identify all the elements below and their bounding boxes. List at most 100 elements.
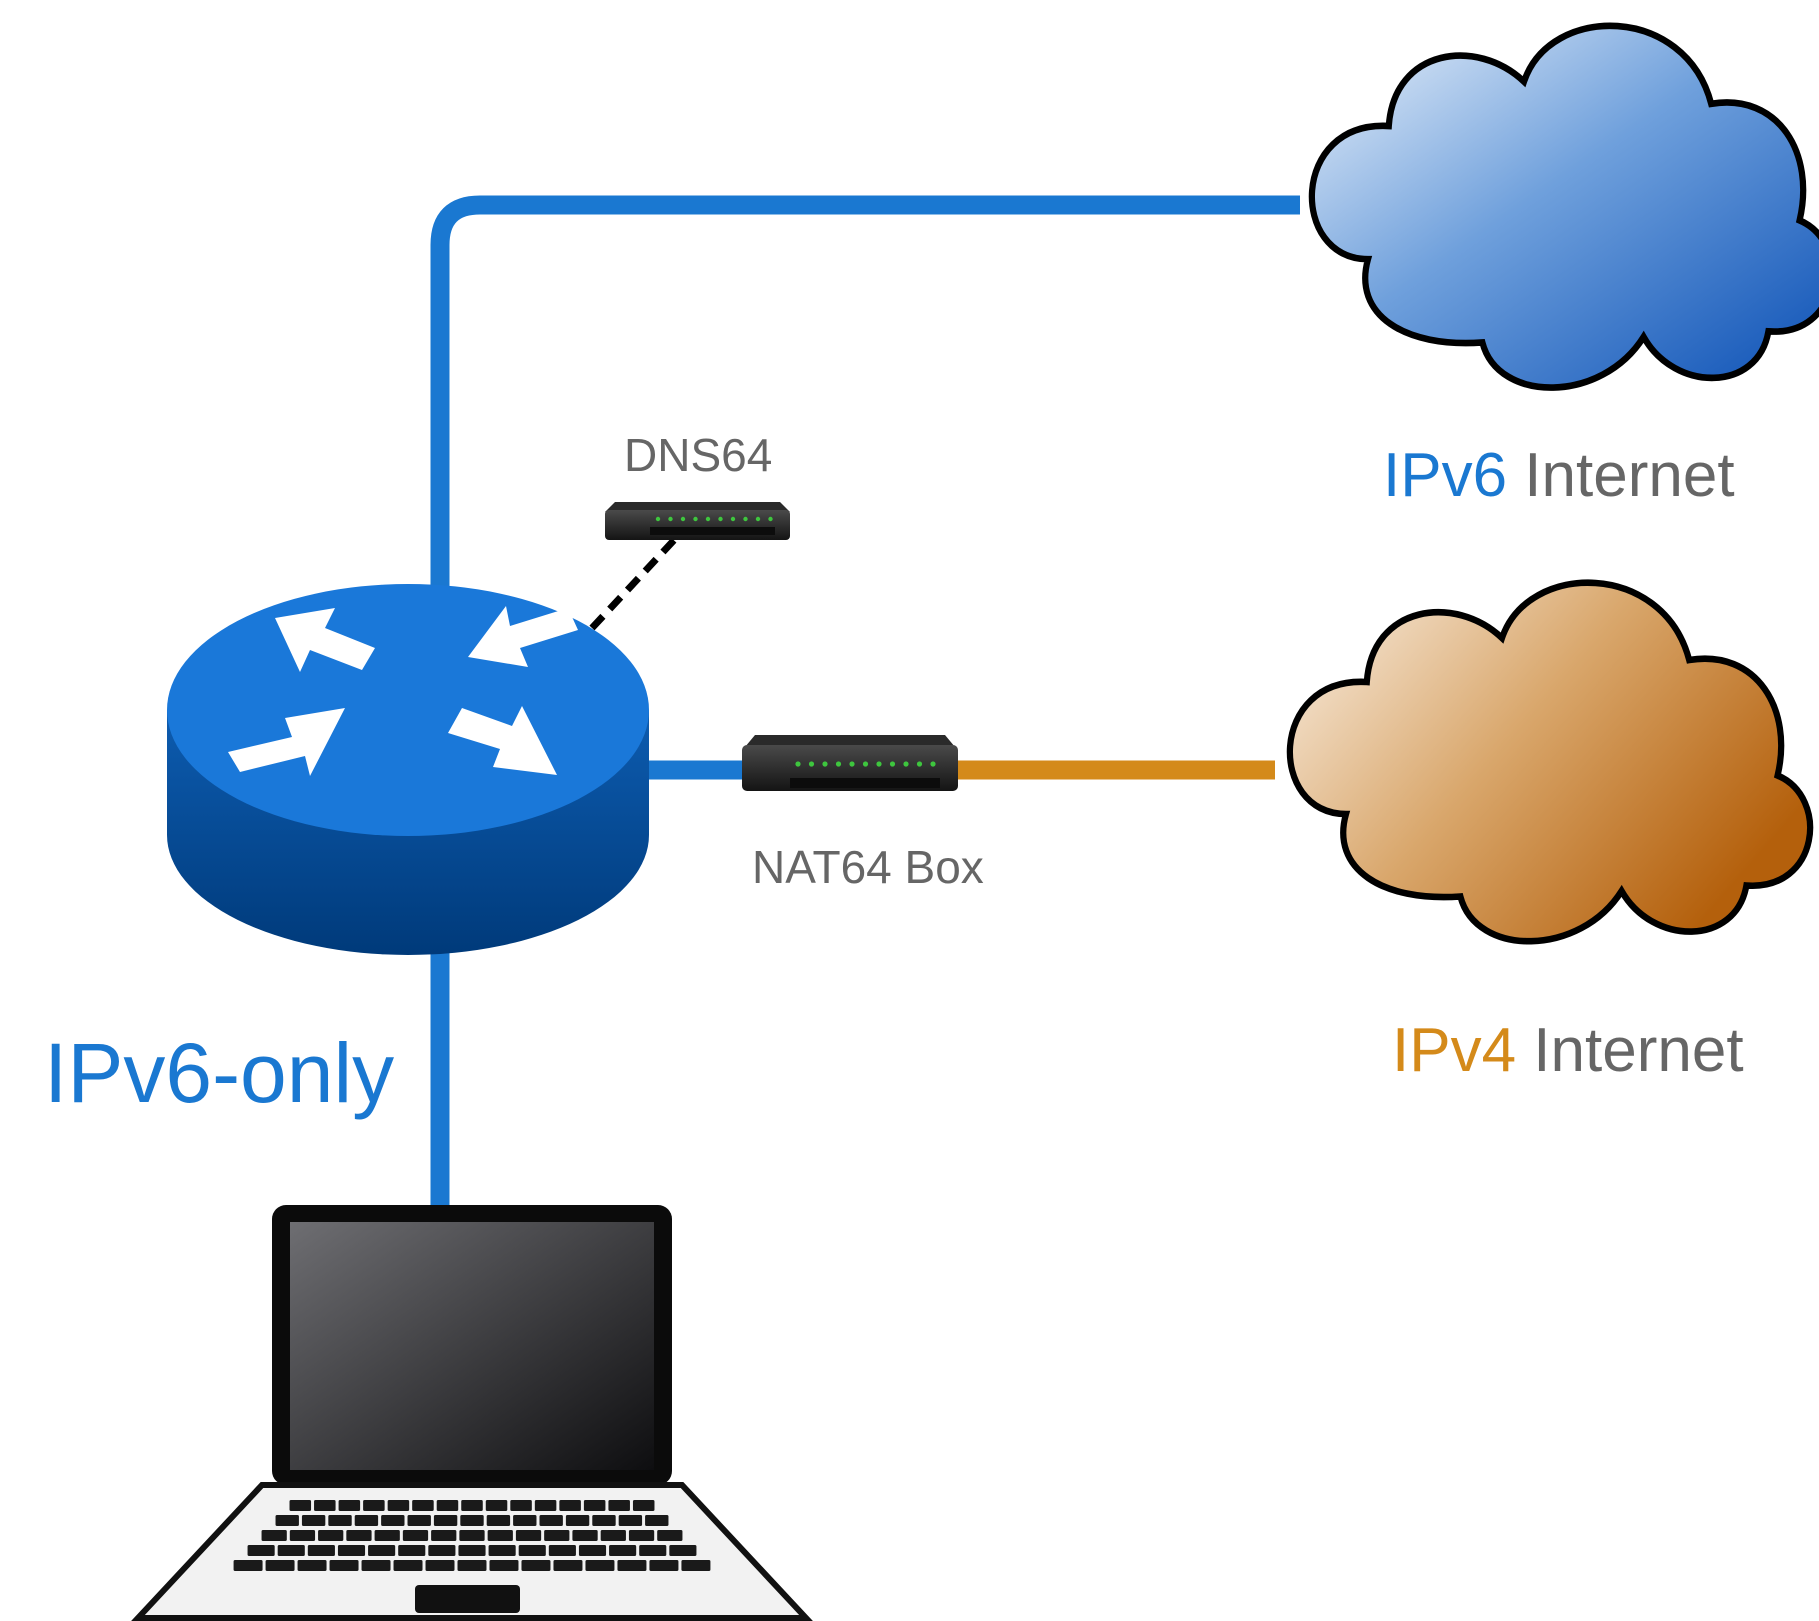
status-led bbox=[849, 761, 855, 767]
keyboard-key bbox=[578, 1545, 607, 1556]
keyboard-key bbox=[275, 1515, 299, 1526]
status-led bbox=[930, 761, 936, 767]
keyboard-key bbox=[585, 1560, 615, 1571]
keyboard-key bbox=[314, 1500, 336, 1511]
keyboard-key bbox=[363, 1500, 385, 1511]
router-to-dns64-dashed-line bbox=[589, 535, 679, 631]
status-led bbox=[889, 761, 896, 767]
keyboard-key bbox=[247, 1545, 275, 1556]
keyboard-key bbox=[515, 1530, 542, 1541]
keyboard-key bbox=[639, 1545, 667, 1556]
keyboard-key bbox=[374, 1530, 400, 1541]
keyboard-key bbox=[338, 1500, 361, 1511]
keyboard-key bbox=[431, 1530, 457, 1541]
ipv4-cloud-icon bbox=[1290, 583, 1810, 941]
status-led bbox=[655, 516, 661, 522]
keyboard-key bbox=[553, 1560, 583, 1571]
status-led bbox=[718, 516, 723, 522]
keyboard-key bbox=[521, 1560, 551, 1571]
keyboard-key bbox=[233, 1560, 263, 1571]
keyboard-key bbox=[301, 1515, 326, 1526]
keyboard-key bbox=[458, 1545, 486, 1556]
keyboard-key bbox=[261, 1530, 287, 1541]
keyboard-key bbox=[645, 1515, 669, 1526]
keyboard-key bbox=[381, 1515, 405, 1526]
dns64-label: DNS64 bbox=[624, 429, 773, 481]
keyboard-key bbox=[600, 1530, 626, 1541]
keyboard-key bbox=[387, 1500, 410, 1511]
status-led bbox=[795, 761, 801, 767]
keyboard-key bbox=[518, 1545, 546, 1556]
keyboard-key bbox=[457, 1560, 487, 1571]
keyboard-key bbox=[488, 1545, 516, 1556]
keyboard-key bbox=[398, 1545, 426, 1556]
status-led bbox=[755, 516, 761, 522]
ipv6-only-label: IPv6-only bbox=[44, 1026, 395, 1120]
keyboard-key bbox=[487, 1530, 513, 1541]
status-led bbox=[768, 516, 773, 522]
keyboard-key bbox=[433, 1515, 458, 1526]
keyboard-key bbox=[329, 1560, 359, 1571]
keyboard-key bbox=[425, 1560, 455, 1571]
keyboard-key bbox=[539, 1515, 563, 1526]
keyboard-key bbox=[346, 1530, 372, 1541]
keyboard-key bbox=[461, 1500, 483, 1511]
status-led bbox=[693, 516, 698, 522]
keyboard-key bbox=[297, 1560, 327, 1571]
keyboard-key bbox=[289, 1530, 316, 1541]
status-led bbox=[876, 761, 882, 767]
ipv4-internet-word: Internet bbox=[1533, 1016, 1744, 1085]
status-led bbox=[916, 761, 923, 767]
ipv6-internet-proto: IPv6 bbox=[1383, 441, 1508, 510]
status-led bbox=[835, 761, 842, 767]
keyboard-key bbox=[510, 1500, 532, 1511]
keyboard-key bbox=[489, 1560, 519, 1571]
ipv6-internet-word: Internet bbox=[1524, 441, 1735, 510]
keyboard-key bbox=[428, 1545, 456, 1556]
keyboard-key bbox=[407, 1515, 431, 1526]
keyboard-key bbox=[354, 1515, 379, 1526]
keyboard-key bbox=[393, 1560, 423, 1571]
keyboard-key bbox=[318, 1530, 344, 1541]
status-led bbox=[743, 516, 748, 522]
keyboard-key bbox=[513, 1515, 537, 1526]
nat64-box-icon bbox=[742, 735, 958, 791]
keyboard-key bbox=[361, 1560, 391, 1571]
keyboard-key bbox=[583, 1500, 606, 1511]
ipv4-internet-label: IPv4 Internet bbox=[1392, 1015, 1744, 1086]
keyboard-key bbox=[289, 1500, 312, 1511]
status-led bbox=[862, 761, 869, 767]
router-icon bbox=[167, 584, 649, 955]
keyboard-key bbox=[649, 1560, 679, 1571]
keyboard-key bbox=[548, 1545, 576, 1556]
status-led bbox=[668, 516, 673, 522]
keyboard-key bbox=[485, 1500, 508, 1511]
keyboard-key bbox=[459, 1530, 485, 1541]
ipv6-internet-label: IPv6 Internet bbox=[1383, 440, 1735, 511]
status-led bbox=[822, 761, 828, 767]
keyboard-key bbox=[307, 1545, 335, 1556]
keyboard-key bbox=[681, 1560, 711, 1571]
keyboard-key bbox=[328, 1515, 352, 1526]
nat64-label: NAT64 Box bbox=[752, 841, 984, 893]
keyboard-key bbox=[486, 1515, 511, 1526]
keyboard-key bbox=[657, 1530, 683, 1541]
keyboard-key bbox=[460, 1515, 484, 1526]
status-led bbox=[903, 761, 909, 767]
status-led bbox=[705, 516, 711, 522]
keyboard-key bbox=[632, 1500, 655, 1511]
keyboard-key bbox=[609, 1545, 637, 1556]
keyboard-key bbox=[436, 1500, 459, 1511]
keyboard-key bbox=[628, 1530, 655, 1541]
ipv6-uplink-line bbox=[430, 195, 1300, 590]
ipv6-cloud-icon bbox=[1312, 26, 1819, 388]
keyboard-key bbox=[669, 1545, 697, 1556]
keyboard-key bbox=[277, 1545, 305, 1556]
keyboard-key bbox=[608, 1500, 630, 1511]
status-led bbox=[730, 516, 736, 522]
keyboard-key bbox=[337, 1545, 366, 1556]
keyboard-key bbox=[412, 1500, 434, 1511]
keyboard-key bbox=[572, 1530, 598, 1541]
keyboard-key bbox=[368, 1545, 396, 1556]
